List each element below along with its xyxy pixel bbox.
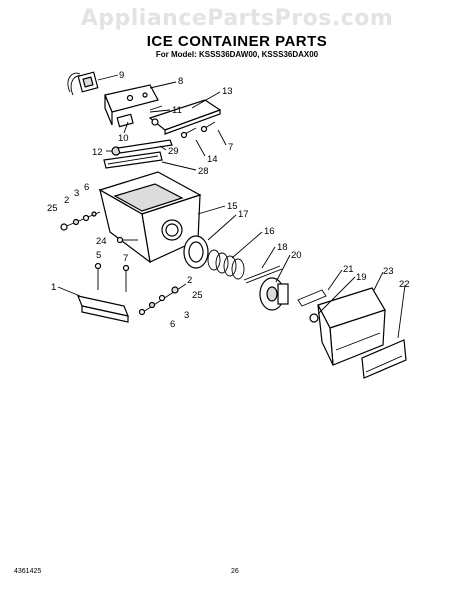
callout-9: 9 <box>119 70 124 81</box>
part-screw-14 <box>180 127 197 139</box>
callout-13: 13 <box>222 86 233 97</box>
callout-18: 18 <box>277 242 288 253</box>
callout-10: 10 <box>118 133 129 144</box>
model-subtitle: For Model: KSSS36DAW00, KSSS36DAX00 <box>155 50 319 59</box>
callout-11: 11 <box>172 105 182 116</box>
callout-2-lower: 2 <box>187 275 192 286</box>
part-actuator-10-11 <box>116 105 163 128</box>
part-bracket-8 <box>104 84 159 126</box>
part-rail-29 <box>117 139 173 154</box>
leader-lines <box>57 74 406 339</box>
callout-12: 12 <box>92 147 103 158</box>
part-hardware-upper <box>60 211 101 231</box>
callout-22: 22 <box>399 279 410 290</box>
part-screw-7-lower <box>122 264 130 292</box>
page-number: 26 <box>231 568 239 575</box>
callout-6-lower: 6 <box>170 319 175 330</box>
part-bracket-1 <box>77 295 129 323</box>
callout-19: 19 <box>356 272 367 283</box>
callout-28: 28 <box>198 166 209 177</box>
part-cover-22 <box>361 339 407 379</box>
callout-5: 5 <box>96 250 101 261</box>
callout-17: 17 <box>238 209 249 220</box>
part-screw-24 <box>116 236 138 244</box>
document-number: 4361425 <box>14 568 42 575</box>
callout-16: 16 <box>264 226 275 237</box>
part-plate-13 <box>148 99 222 135</box>
part-hardware-lower <box>138 283 187 316</box>
callout-6-upper: 6 <box>84 182 89 193</box>
part-motor-9 <box>67 71 99 96</box>
callout-29: 29 <box>168 146 179 157</box>
part-rod-18 <box>243 265 283 284</box>
part-bucket-23 <box>317 287 386 366</box>
site-watermark: AppliancePartsPros.com <box>80 6 394 31</box>
part-screw-5 <box>94 262 102 290</box>
callout-21: 21 <box>343 264 354 275</box>
part-clip-21-19 <box>297 289 327 323</box>
callout-3-lower: 3 <box>184 310 189 321</box>
callout-15: 15 <box>227 201 238 212</box>
callout-8: 8 <box>178 76 183 87</box>
callout-24: 24 <box>96 236 107 247</box>
part-wheel-20 <box>259 277 289 311</box>
callout-14: 14 <box>207 154 218 165</box>
callout-25-lower: 25 <box>192 290 203 301</box>
callout-2-upper: 2 <box>64 195 69 206</box>
callout-7-lower: 7 <box>123 253 128 264</box>
callout-1: 1 <box>51 282 56 293</box>
part-screw-7-upper <box>200 121 216 133</box>
part-seal-17 <box>183 235 209 269</box>
part-spring-16 <box>207 249 245 280</box>
callout-7-upper: 7 <box>228 142 233 153</box>
callout-23: 23 <box>383 266 394 277</box>
callout-25-upper: 25 <box>47 203 58 214</box>
callout-3-upper: 3 <box>74 188 79 199</box>
part-rail-28 <box>103 151 163 169</box>
page-title: ICE CONTAINER PARTS <box>146 33 328 50</box>
callout-20: 20 <box>291 250 302 261</box>
